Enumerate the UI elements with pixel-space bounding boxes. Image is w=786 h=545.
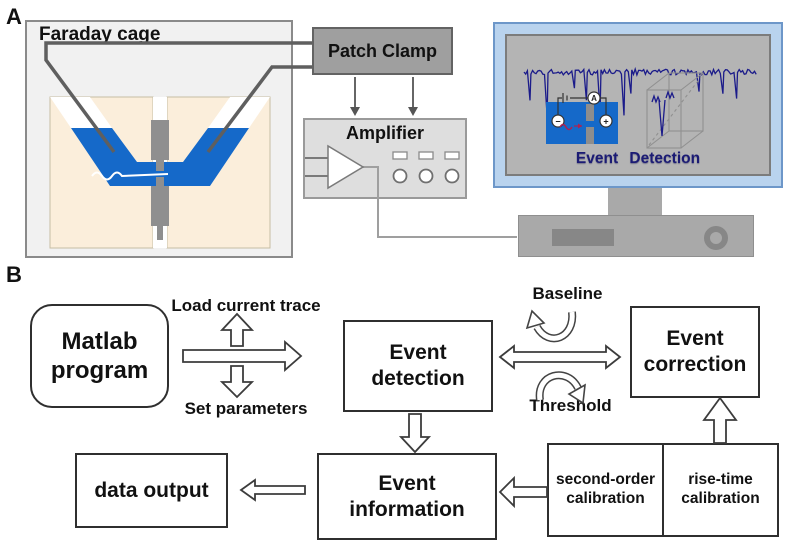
matlab-program-box: Matlab program [30,304,169,408]
data-output-line1: data output [94,478,209,502]
rise-time-line1: rise-time [688,471,753,489]
event-correction-line2: correction [643,353,747,376]
monitor-screen: Event Detection [505,34,771,176]
arrow-up-rise-time [702,396,738,444]
matlab-program-line2: program [50,357,149,384]
data-output-box: data output [75,453,228,528]
faraday-cage-label: Faraday cage [39,24,161,45]
arrow-down-set [219,365,255,399]
arrow-down-detection [398,413,432,454]
event-information-box: Event information [317,453,497,540]
event-detection-line2: detection [371,367,465,390]
event-information-line1: Event [378,471,436,495]
arrow-double-detection-correction [498,344,622,370]
arrow-left-second-order [498,475,548,509]
amplifier-box: Amplifier [303,118,467,199]
event-correction-box: Event correction [630,306,760,398]
matlab-program-line1: Matlab [61,327,138,355]
amplifier-label: Amplifier [345,123,424,143]
load-current-trace-label: Load current trace [171,296,321,315]
monitor-caption: Event Detection [575,150,701,167]
event-information-line2: information [349,497,465,521]
arrow-right-matlab [182,340,303,372]
rise-time-calibration-box: rise-time calibration [662,443,779,537]
power-button [704,226,728,250]
faraday-cage: Faraday cage [25,20,293,258]
panel-b-label: B [6,262,22,287]
drive-slot [552,229,614,246]
rise-time-line2: calibration [681,490,760,507]
patch-to-amp-arrows [350,77,418,116]
monitor: Event Detection [493,22,783,188]
patch-clamp-label: Patch Clamp [327,40,438,61]
second-order-line1: second-order [555,471,656,489]
event-detection-box: Event detection [343,320,493,412]
set-parameters-label: Set parameters [184,399,308,418]
monitor-stand [608,188,662,216]
patch-clamp-box: Patch Clamp [312,27,453,75]
threshold-label: Threshold [529,396,612,415]
second-order-line2: calibration [566,490,645,507]
arrow-up-load [219,312,255,347]
event-correction-line1: Event [666,327,724,351]
event-detection-line1: Event [389,341,447,365]
second-order-calibration-box: second-order calibration [547,443,664,537]
baseline-label: Baseline [532,284,603,303]
panel-a-label: A [6,4,22,29]
curved-arrow-baseline [525,309,577,343]
arrow-left-information [239,478,306,502]
